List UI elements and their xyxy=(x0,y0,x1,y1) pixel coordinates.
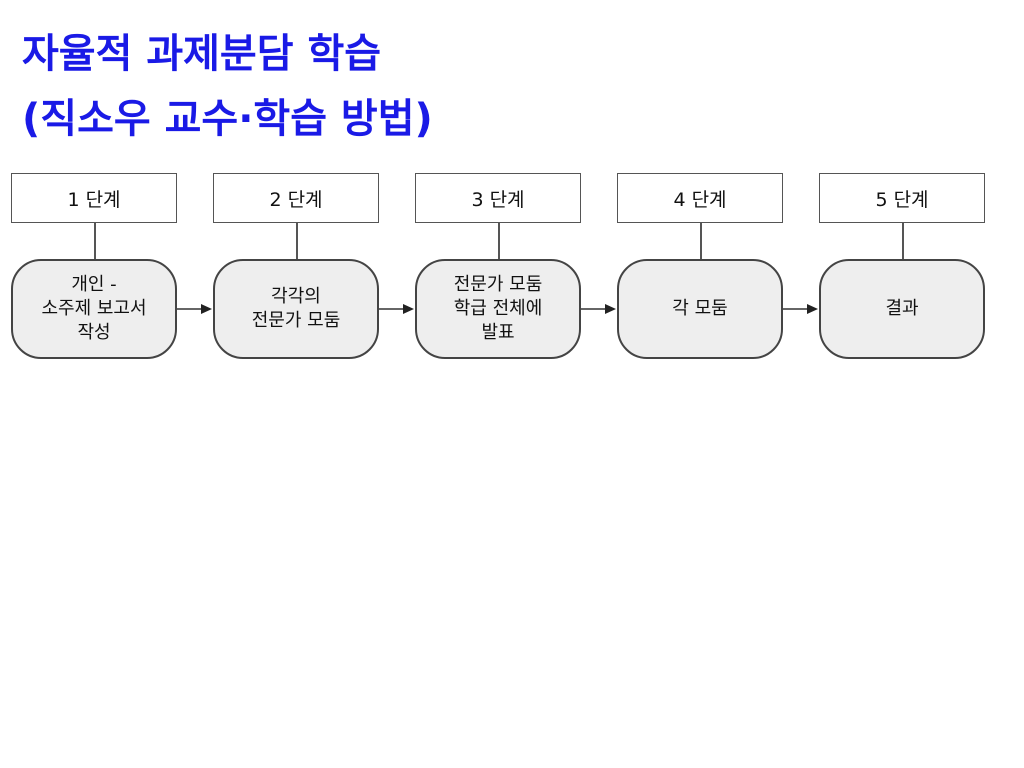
page-title-line-2: (직소우 교수·학습 방법) xyxy=(22,96,433,142)
stage-4-label: 4 단계 xyxy=(617,173,783,223)
arrow-3-to-4 xyxy=(581,304,616,314)
stage-2-connector xyxy=(296,223,298,259)
stage-5-connector xyxy=(902,223,904,259)
arrow-2-to-3 xyxy=(379,304,414,314)
stage-3-node: 전문가 모둠 학급 전체에 발표 xyxy=(415,259,581,359)
stage-2-label: 2 단계 xyxy=(213,173,379,223)
page-title-line-1: 자율적 과제분담 학습 xyxy=(22,31,382,77)
stage-5-label: 5 단계 xyxy=(819,173,985,223)
stage-1-node: 개인 - 소주제 보고서 작성 xyxy=(11,259,177,359)
arrow-4-to-5 xyxy=(783,304,818,314)
stage-5-node: 결과 xyxy=(819,259,985,359)
arrow-1-to-2 xyxy=(177,304,212,314)
stage-4-node: 각 모둠 xyxy=(617,259,783,359)
stage-1-connector xyxy=(94,223,96,259)
stage-3-label: 3 단계 xyxy=(415,173,581,223)
stage-1-label: 1 단계 xyxy=(11,173,177,223)
stage-4-connector xyxy=(700,223,702,259)
stage-2-node: 각각의 전문가 모둠 xyxy=(213,259,379,359)
stage-3-connector xyxy=(498,223,500,259)
